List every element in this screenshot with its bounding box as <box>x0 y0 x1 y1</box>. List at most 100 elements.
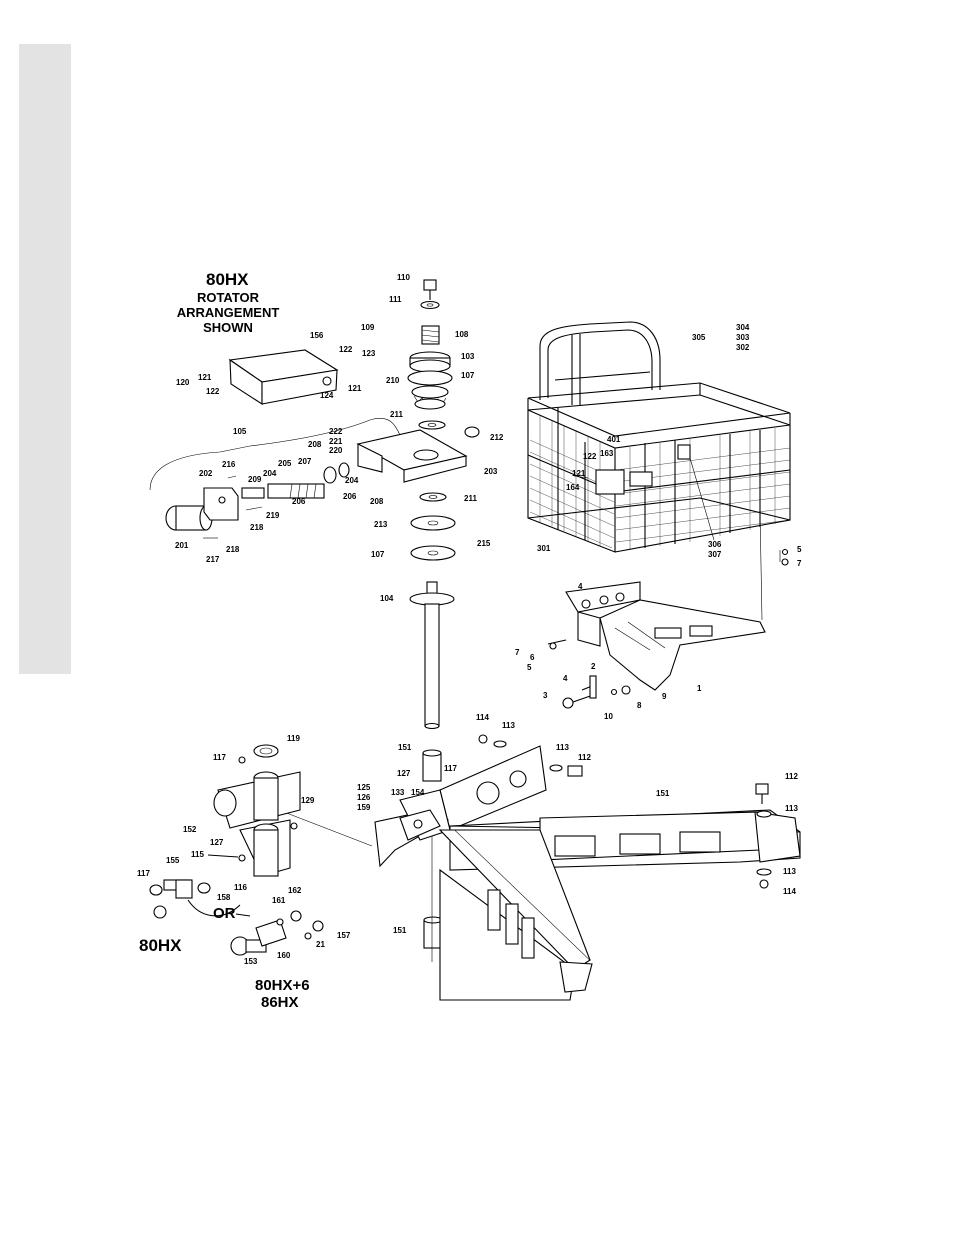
callout-number: 153 <box>244 957 258 966</box>
callout-number: 205 <box>278 459 292 468</box>
callout-number: 158 <box>217 893 231 902</box>
callout-number: 2 <box>591 662 596 671</box>
title-line-2: ARRANGEMENT <box>177 305 280 320</box>
callout-number: 113 <box>556 743 569 752</box>
callout-number: 6 <box>530 653 535 662</box>
callout-number: 107 <box>461 371 475 380</box>
callout-number: 206 <box>343 492 357 501</box>
variant-label-80hx6: 80HX+6 <box>255 977 310 994</box>
callout-number: 162 <box>288 886 302 895</box>
callout-number: 202 <box>199 469 213 478</box>
callout-number: 111 <box>389 295 402 304</box>
callout-number: 304 <box>736 323 750 332</box>
callout-number: 9 <box>662 692 667 701</box>
callout-number: 161 <box>272 896 286 905</box>
callout-number: 21 <box>316 940 325 949</box>
variant-label-86hx: 86HX <box>261 994 299 1011</box>
callout-number: 211 <box>390 410 403 419</box>
cover-156 <box>228 349 339 406</box>
callout-number: 5 <box>797 545 802 554</box>
callout-number: 152 <box>183 825 197 834</box>
callout-number: 117 <box>137 869 150 878</box>
callout-number: 204 <box>263 469 277 478</box>
callout-number: 163 <box>600 449 614 458</box>
callout-number: 114 <box>476 713 489 722</box>
callout-number: 211 <box>464 494 477 503</box>
lower-hardware <box>399 734 772 889</box>
callout-number: 157 <box>337 931 351 940</box>
callout-number: 127 <box>397 769 411 778</box>
callout-number: 123 <box>362 349 376 358</box>
callout-number: 4 <box>578 582 583 591</box>
callout-number: 121 <box>348 384 362 393</box>
callout-number: 122 <box>583 452 597 461</box>
callout-number: 108 <box>455 330 469 339</box>
callout-number: 221 <box>329 437 343 446</box>
callout-number: 112 <box>578 753 591 762</box>
callout-number: 164 <box>566 483 580 492</box>
callout-number: 7 <box>515 648 520 657</box>
callout-number: 5 <box>527 663 532 672</box>
callout-number: 208 <box>370 497 384 506</box>
callout-number: 127 <box>210 838 224 847</box>
callout-number: 113 <box>785 804 798 813</box>
callout-number: 121 <box>572 469 586 478</box>
callout-number: 151 <box>656 789 670 798</box>
title-block: 80HX ROTATOR ARRANGEMENT SHOWN <box>177 270 280 335</box>
callout-number: 115 <box>191 850 204 859</box>
callout-number: 10 <box>604 712 613 721</box>
callout-number: 129 <box>301 796 315 805</box>
variant-label-80hx: 80HX <box>139 936 182 955</box>
callout-number: 113 <box>502 721 515 730</box>
callout-number: 218 <box>226 545 240 554</box>
callout-number: 121 <box>198 373 212 382</box>
callout-number: 116 <box>234 883 247 892</box>
callout-number: 4 <box>563 674 568 683</box>
callout-number: 154 <box>411 788 425 797</box>
callout-number: 206 <box>292 497 306 506</box>
basket-301 <box>527 321 791 553</box>
callout-number: 117 <box>444 764 457 773</box>
callout-number: 126 <box>357 793 371 802</box>
callout-number: 301 <box>537 544 551 553</box>
callout-number: 125 <box>357 783 371 792</box>
callout-number: 401 <box>607 435 621 444</box>
callout-number: 112 <box>785 772 798 781</box>
callout-number: 307 <box>708 550 722 559</box>
callout-number: 201 <box>175 541 189 550</box>
callout-number: 218 <box>250 523 264 532</box>
bracket-203 <box>356 429 468 483</box>
callout-number: 155 <box>166 856 180 865</box>
mount-frame-1 <box>565 509 781 691</box>
callout-number: 159 <box>357 803 371 812</box>
callout-number: 122 <box>339 345 353 354</box>
callout-number: 216 <box>222 460 236 469</box>
callout-number: 104 <box>380 594 394 603</box>
callout-number: 156 <box>310 331 324 340</box>
callout-number: 215 <box>477 539 491 548</box>
callout-number: 120 <box>176 378 190 387</box>
pivot-assembly-152 <box>149 744 324 956</box>
callout-number: 219 <box>266 511 280 520</box>
callout-number: 208 <box>308 440 322 449</box>
callout-number: 306 <box>708 540 722 549</box>
callout-number: 213 <box>374 520 388 529</box>
callout-number: 209 <box>248 475 262 484</box>
callout-number: 160 <box>277 951 291 960</box>
callout-number: 203 <box>484 467 498 476</box>
callout-number: 107 <box>371 550 385 559</box>
callout-number: 151 <box>398 743 412 752</box>
callout-number: 7 <box>797 559 802 568</box>
callout-number: 222 <box>329 427 343 436</box>
callout-number: 113 <box>783 867 796 876</box>
callout-number: 114 <box>783 887 796 896</box>
page-margin-tab <box>19 44 71 674</box>
callout-number: 207 <box>298 457 312 466</box>
callout-number: 103 <box>461 352 475 361</box>
callout-number: 3 <box>543 691 548 700</box>
callout-number: 210 <box>386 376 400 385</box>
callout-number: 124 <box>320 391 334 400</box>
callout-number: 220 <box>329 446 343 455</box>
